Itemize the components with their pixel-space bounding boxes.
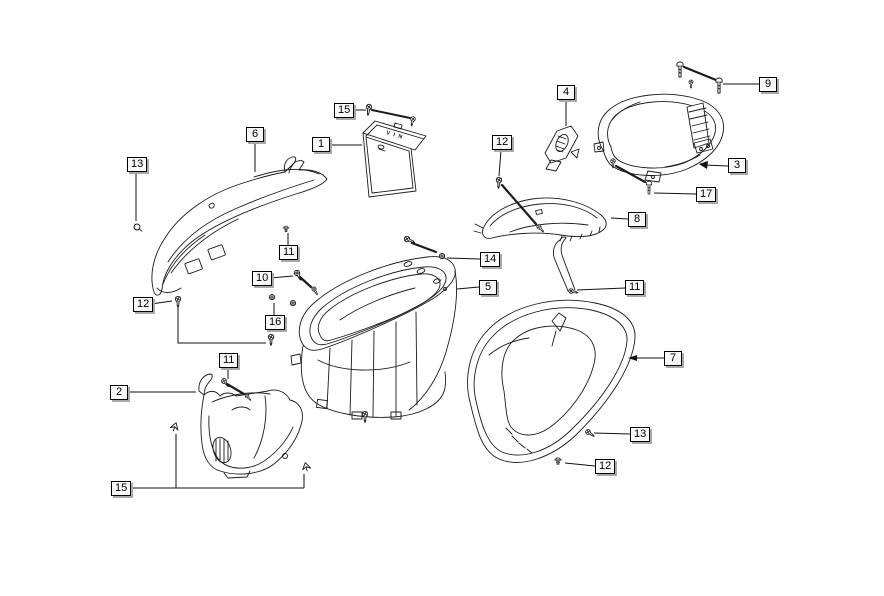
part-7-side-cover	[467, 236, 636, 463]
leader-3	[703, 164, 729, 167]
callout-15-vin-screws[interactable]: 15	[334, 103, 355, 118]
leader-17	[653, 192, 697, 195]
leader-14	[446, 257, 481, 260]
callout-11-upper[interactable]: 11	[279, 245, 299, 260]
callout-1-vin-plate-cover[interactable]: 1	[312, 137, 330, 152]
clip-15-bottom-left	[169, 420, 181, 433]
bolt-shaft-12-top-right	[500, 183, 538, 226]
screw-17-left	[610, 158, 616, 169]
grommet-13-left	[133, 223, 143, 232]
part-5-helmet-box	[290, 256, 457, 420]
callout-2-tail-cover[interactable]: 2	[110, 385, 128, 400]
callout-8-saddle-cover[interactable]: 8	[628, 212, 646, 227]
nut-14	[438, 252, 446, 260]
rivet-12-bottom-right	[554, 457, 562, 465]
part-6-emblem	[208, 202, 215, 209]
callout-9-carrier-bolts[interactable]: 9	[759, 77, 777, 92]
vin-text: V I N	[385, 130, 403, 141]
part-6-front-top-trim	[151, 156, 328, 296]
bolt-shaft-9	[682, 65, 718, 82]
part-2-tail-cover	[198, 373, 303, 479]
callout-7-side-cover[interactable]: 7	[664, 351, 682, 366]
callout-12-bottom[interactable]: 12	[595, 459, 616, 474]
clip-15-bottom-right	[300, 461, 312, 473]
bolt-shaft-15-top	[371, 109, 411, 119]
callout-5-helmet-box[interactable]: 5	[479, 280, 497, 295]
callout-15-bottom-clips[interactable]: 15	[111, 481, 132, 496]
leader-7-arrowhead	[628, 355, 637, 361]
screw-11-right	[567, 287, 579, 296]
screw-11-lower-tip	[243, 392, 253, 403]
part-1-vin-plate-cover: V I N	[362, 120, 427, 198]
callout-13-left[interactable]: 13	[127, 157, 148, 172]
screw-12-top-right	[495, 176, 503, 190]
callout-14-box-bolt[interactable]: 14	[480, 252, 501, 267]
bolt-9-left	[676, 61, 684, 78]
screw-11-lower-head	[220, 377, 232, 389]
bolt-shaft-11-lower	[225, 382, 246, 396]
screw-10-right	[310, 285, 320, 297]
leader-12-bottom	[564, 462, 596, 467]
leader-8	[610, 217, 629, 220]
part-8-saddle-cover	[473, 197, 607, 242]
screw-9-small	[688, 79, 694, 89]
callout-12-top-right[interactable]: 12	[492, 135, 513, 150]
leader-12-left	[150, 300, 266, 344]
callout-3-rear-carrier[interactable]: 3	[728, 158, 746, 173]
callout-10-screw-set[interactable]: 10	[252, 271, 273, 286]
nut-16-left	[268, 293, 276, 301]
leader-5	[456, 286, 480, 290]
leader-10	[269, 275, 294, 279]
callout-11-lower[interactable]: 11	[219, 353, 239, 368]
bolt-9-right	[715, 77, 723, 94]
callout-4-bracket[interactable]: 4	[557, 85, 575, 100]
leader-12-top-right	[498, 149, 502, 177]
part-3-rear-carrier	[593, 93, 725, 183]
screw-12-top-right-tip	[535, 223, 546, 234]
nut-16-right	[289, 299, 297, 307]
bolt-shaft-17	[614, 164, 647, 184]
bolt-shaft-14	[410, 241, 438, 254]
part-4-bracket	[544, 125, 580, 172]
leader-3-arrowhead	[699, 161, 708, 169]
callout-11-right[interactable]: 11	[625, 280, 645, 295]
callout-13-bottom[interactable]: 13	[630, 427, 651, 442]
leader-13-bottom	[593, 432, 631, 435]
screw-12-left-second	[267, 333, 275, 346]
bolt-17-right	[645, 180, 653, 195]
bolt-shaft-10	[298, 275, 313, 289]
callout-12-left[interactable]: 12	[133, 297, 154, 312]
leader-11-right	[576, 287, 626, 291]
screw-13-bottom-right	[584, 428, 597, 439]
callout-16-nuts[interactable]: 16	[265, 315, 286, 330]
leader-15-bottom	[129, 434, 305, 489]
callout-6-front-top-trim[interactable]: 6	[246, 127, 264, 142]
callout-17-carrier-screws[interactable]: 17	[696, 187, 717, 202]
screw-12-left	[174, 295, 182, 308]
plug-11-upper	[282, 225, 290, 233]
